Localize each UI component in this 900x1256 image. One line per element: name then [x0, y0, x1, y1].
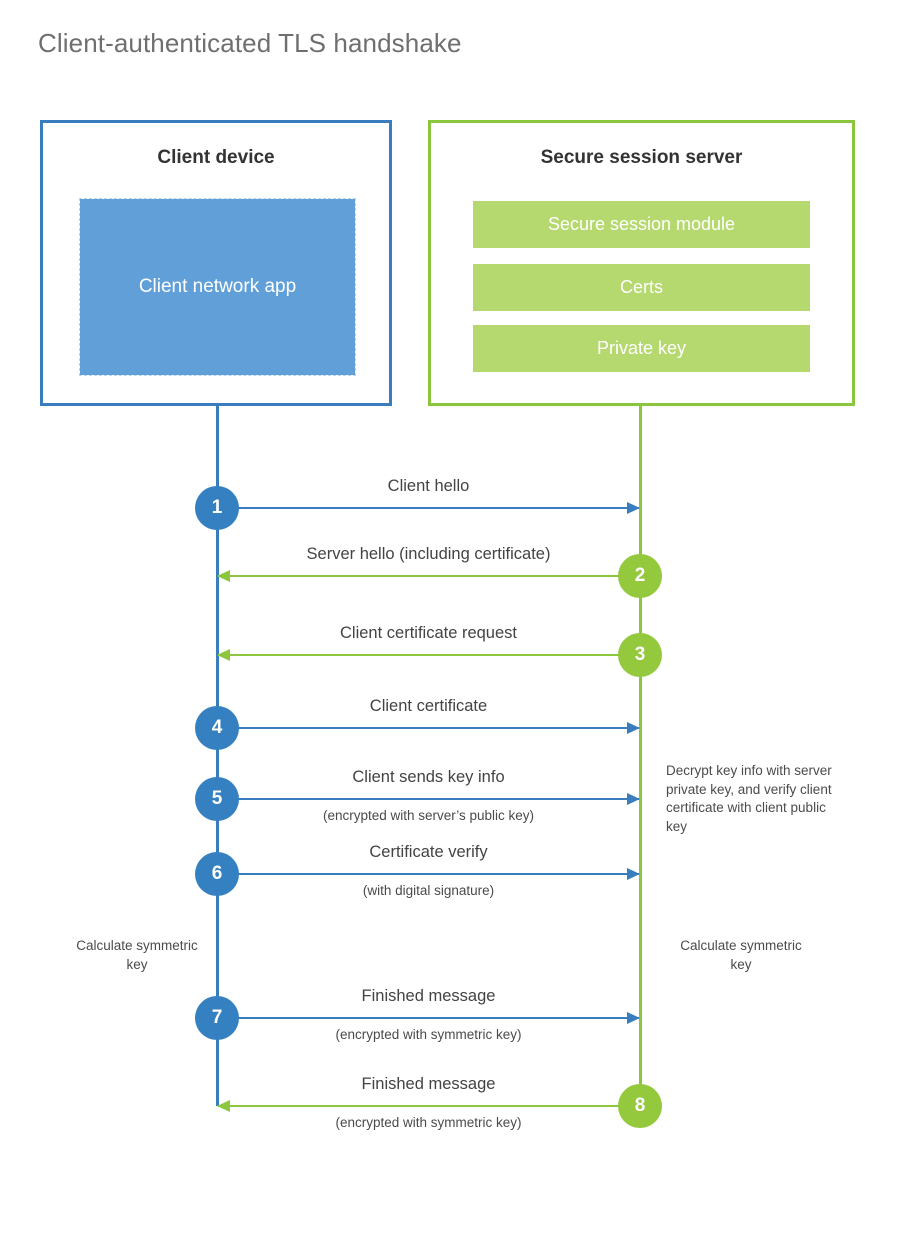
message-line-7 [218, 1017, 639, 1019]
message-line-8 [218, 1105, 639, 1107]
step-badge-5[interactable]: 5 [195, 777, 239, 821]
arrow-left-icon [217, 1100, 230, 1112]
message-label-3: Client certificate request [340, 624, 517, 642]
step-badge-6[interactable]: 6 [195, 852, 239, 896]
server-component-secure-session-module: Secure session module [473, 201, 810, 248]
annotation-server-calculate-symmetric-key: Calculate symmetric key [680, 938, 802, 972]
arrow-right-icon [627, 502, 640, 514]
secure-session-server-box: Secure session server Secure session mod… [428, 120, 855, 406]
client-lifeline [216, 406, 219, 1106]
secure-session-server-title: Secure session server [540, 147, 743, 168]
message-label-1: Client hello [387, 477, 470, 495]
server-component-certs: Certs [473, 264, 810, 311]
client-device-box: Client device Client network app [40, 120, 392, 406]
arrow-right-icon [627, 868, 640, 880]
arrow-left-icon [217, 570, 230, 582]
message-label-7: Finished message [361, 987, 496, 1005]
message-line-2 [218, 575, 639, 577]
page-title: Client-authenticated TLS handshake [38, 28, 462, 58]
message-sublabel-8: (encrypted with symmetric key) [335, 1115, 522, 1130]
arrow-right-icon [627, 1012, 640, 1024]
message-label-8: Finished message [361, 1075, 496, 1093]
annotation-client-calculate-symmetric-key: Calculate symmetric key [76, 938, 198, 972]
step-badge-7[interactable]: 7 [195, 996, 239, 1040]
message-line-5 [218, 798, 639, 800]
message-label-5: Client sends key info [352, 768, 505, 786]
step-badge-8[interactable]: 8 [618, 1084, 662, 1128]
client-network-app-block: Client network app [79, 198, 356, 376]
annotation-decrypt-key-info: Decrypt key info with server private key… [666, 763, 832, 834]
client-device-title: Client device [157, 147, 275, 168]
arrow-right-icon [627, 722, 640, 734]
step-badge-3[interactable]: 3 [618, 633, 662, 677]
message-line-3 [218, 654, 639, 656]
server-component-private-key: Private key [473, 325, 810, 372]
step-badge-1[interactable]: 1 [195, 486, 239, 530]
server-lifeline [639, 406, 642, 1106]
message-line-4 [218, 727, 639, 729]
message-line-1 [218, 507, 639, 509]
message-sublabel-5: (encrypted with server’s public key) [322, 808, 535, 823]
message-sublabel-6: (with digital signature) [362, 883, 495, 898]
message-label-6: Certificate verify [369, 843, 488, 861]
arrow-right-icon [627, 793, 640, 805]
arrow-left-icon [217, 649, 230, 661]
message-label-4: Client certificate [369, 697, 488, 715]
message-sublabel-7: (encrypted with symmetric key) [335, 1027, 522, 1042]
message-line-6 [218, 873, 639, 875]
message-label-2: Server hello (including certificate) [306, 545, 551, 563]
step-badge-4[interactable]: 4 [195, 706, 239, 750]
step-badge-2[interactable]: 2 [618, 554, 662, 598]
